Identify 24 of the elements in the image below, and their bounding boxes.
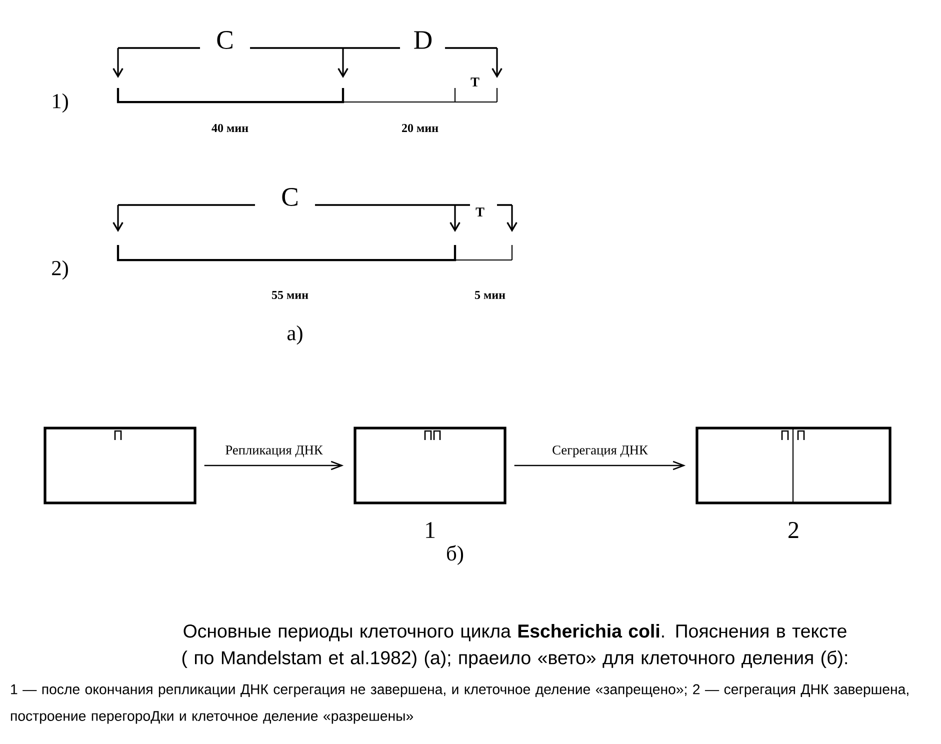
duration-label: 20 мин xyxy=(400,122,440,134)
arrow xyxy=(514,460,686,470)
cell-number: 2 xyxy=(788,522,798,538)
phase-letter: T xyxy=(469,76,481,88)
panel-label: б) xyxy=(444,544,466,566)
panel-label: а) xyxy=(285,324,305,346)
arrow xyxy=(204,460,344,470)
phase-letter: D xyxy=(412,30,434,50)
cell-box xyxy=(44,426,196,504)
phase-letter: T xyxy=(474,206,486,218)
panel-label: 1) xyxy=(50,92,70,114)
cell-number: 1 xyxy=(426,522,435,538)
caption: Основные периоды клеточного цикла Escherichia coli. Пояснения в тексте ( по Mandelstam et al.1982) (а); праеило «вето» для клеточного деления (б): xyxy=(182,624,847,668)
duration-label: 40 мин xyxy=(210,122,250,134)
note: 1 — после окончания репликации ДНК сегрегация не завершена, и клеточное деление «запрещено»; 2 — сегрегация ДНК завершена, построение перегороДки и клеточное деление «разрешены» xyxy=(11,684,908,724)
cell-box xyxy=(696,426,892,504)
cell-box xyxy=(354,426,506,504)
phase-letter: C xyxy=(280,186,300,208)
duration-label: 5 мин xyxy=(473,290,507,300)
edge-label: Сегрегация ДНК xyxy=(552,446,648,458)
duration-label: 55 мин xyxy=(270,290,310,300)
edge-label: Репликация ДНК xyxy=(226,446,323,458)
phase-letter: C xyxy=(214,30,236,50)
panel-label: 2) xyxy=(50,259,70,281)
